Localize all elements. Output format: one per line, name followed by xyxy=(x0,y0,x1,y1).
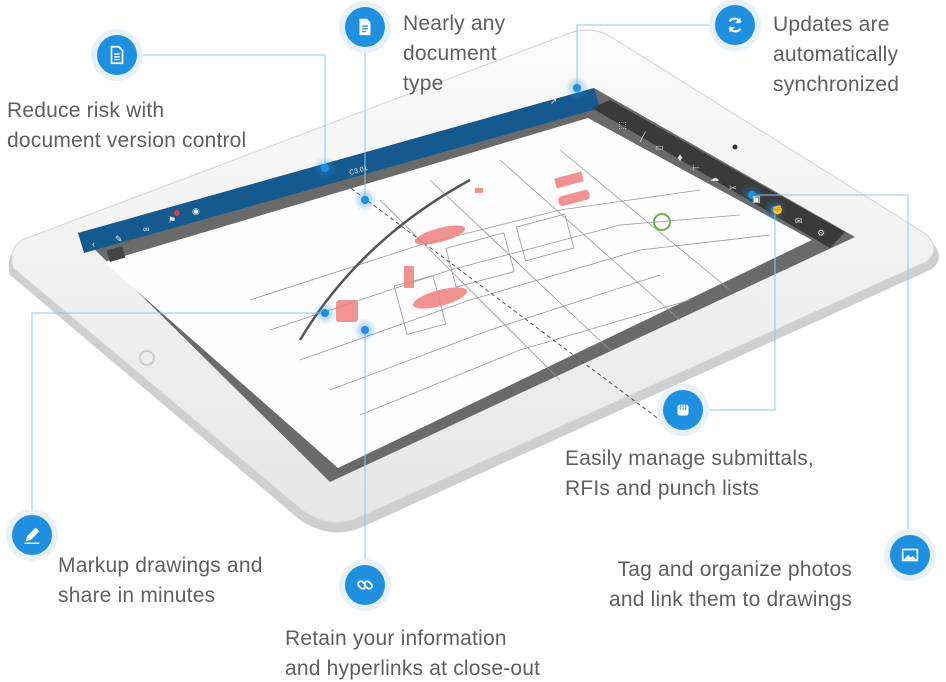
photo-tool-icon[interactable]: ▣ xyxy=(752,195,761,205)
sync-icon xyxy=(715,5,755,45)
issues-icon[interactable]: ⚑ xyxy=(168,215,176,225)
document-icon xyxy=(97,35,137,75)
rect-tool-icon[interactable]: ▭ xyxy=(655,143,664,153)
home-button xyxy=(139,350,155,366)
markup-tool-icon[interactable]: ✎ xyxy=(115,234,123,244)
camera xyxy=(732,144,738,150)
note-tool-icon[interactable]: ✉ xyxy=(795,217,803,227)
select-tool-icon[interactable]: ⬚ xyxy=(618,121,627,131)
back-icon[interactable]: ‹ xyxy=(92,239,95,249)
connector-lines xyxy=(31,24,909,565)
photo-pin xyxy=(653,213,671,231)
hotspots xyxy=(313,76,787,342)
pen-tool-icon[interactable]: ╱ xyxy=(639,131,646,143)
punch-tool-icon[interactable]: ✊ xyxy=(772,205,783,216)
tool-toggle[interactable] xyxy=(106,246,126,262)
fist-icon xyxy=(663,390,703,430)
top-toolbar xyxy=(78,88,600,253)
file-text-icon xyxy=(345,7,385,47)
image-icon xyxy=(890,535,930,575)
sheet-name: C3.01 xyxy=(349,165,369,177)
caption-submittals: Easily manage submittals,RFIs and punch … xyxy=(565,447,814,500)
scissors-tool-icon[interactable]: ✂ xyxy=(729,184,737,194)
notification-dot xyxy=(174,210,180,216)
markups xyxy=(336,171,590,322)
blueprint-lines xyxy=(249,149,771,416)
highlight-tool-icon[interactable]: ♦ xyxy=(676,154,684,164)
settings-tool-icon[interactable]: ⚙ xyxy=(817,229,825,239)
view-icon[interactable]: ◉ xyxy=(192,206,200,216)
link-icon xyxy=(345,565,385,605)
measure-tool-icon[interactable]: ⊢ xyxy=(692,164,700,174)
link-tool-icon[interactable]: ∞ xyxy=(143,224,149,234)
cloud-tool-icon[interactable]: ☁ xyxy=(710,174,719,184)
pen-icon xyxy=(12,515,52,555)
share-icon[interactable]: ➚ xyxy=(550,96,558,106)
